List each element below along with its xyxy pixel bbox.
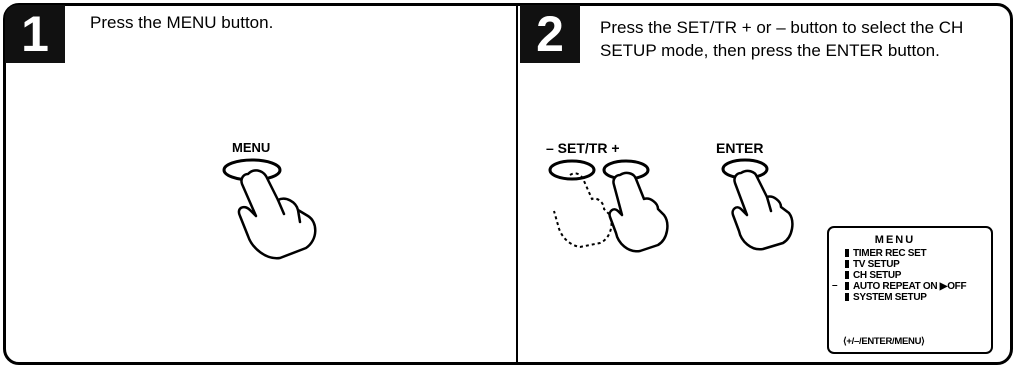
bullet-icon xyxy=(845,249,849,257)
osd-cursor-indicator: – xyxy=(832,280,838,291)
panel-divider xyxy=(516,3,518,365)
hand-pointer-icon xyxy=(554,173,612,247)
osd-title: MENU xyxy=(829,234,991,246)
set-tr-button-label: – SET/TR + xyxy=(546,140,620,156)
menu-button-press-illustration xyxy=(210,150,340,260)
osd-item-label: CH SETUP xyxy=(853,270,901,281)
enter-button-press-illustration xyxy=(715,155,815,255)
enter-button-label: ENTER xyxy=(716,140,763,156)
osd-menu-item: SYSTEM SETUP xyxy=(845,292,927,303)
osd-footer-hint: ⟨+/–/ENTER/MENU⟩ xyxy=(843,336,925,347)
osd-menu-item: AUTO REPEAT ON ▶OFF xyxy=(845,281,966,292)
hand-pointer-icon xyxy=(239,170,315,258)
step-2-instruction: Press the SET/TR + or – button to select… xyxy=(600,16,990,62)
osd-item-label: TIMER REC SET xyxy=(853,248,926,259)
step-1-instruction: Press the MENU button. xyxy=(90,11,490,34)
step-2-number: 2 xyxy=(520,5,580,63)
osd-item-label: SYSTEM SETUP xyxy=(853,292,927,303)
bullet-icon xyxy=(845,260,849,268)
osd-menu-item: TV SETUP xyxy=(845,259,900,270)
bullet-icon xyxy=(845,271,849,279)
bullet-icon xyxy=(845,282,849,290)
hand-pointer-icon xyxy=(610,173,668,251)
osd-menu-item: TIMER REC SET xyxy=(845,248,926,259)
osd-item-label: AUTO REPEAT ON ▶OFF xyxy=(853,281,966,292)
set-tr-buttons-press-illustration xyxy=(540,155,680,255)
osd-item-label: TV SETUP xyxy=(853,259,900,270)
osd-menu-item-selected: CH SETUP xyxy=(845,270,901,281)
on-screen-menu-display: MENU TIMER REC SET TV SETUP – CH SETUP A… xyxy=(827,226,993,354)
hand-pointer-icon xyxy=(733,171,793,249)
bullet-icon xyxy=(845,293,849,301)
step-1-number: 1 xyxy=(5,5,65,63)
